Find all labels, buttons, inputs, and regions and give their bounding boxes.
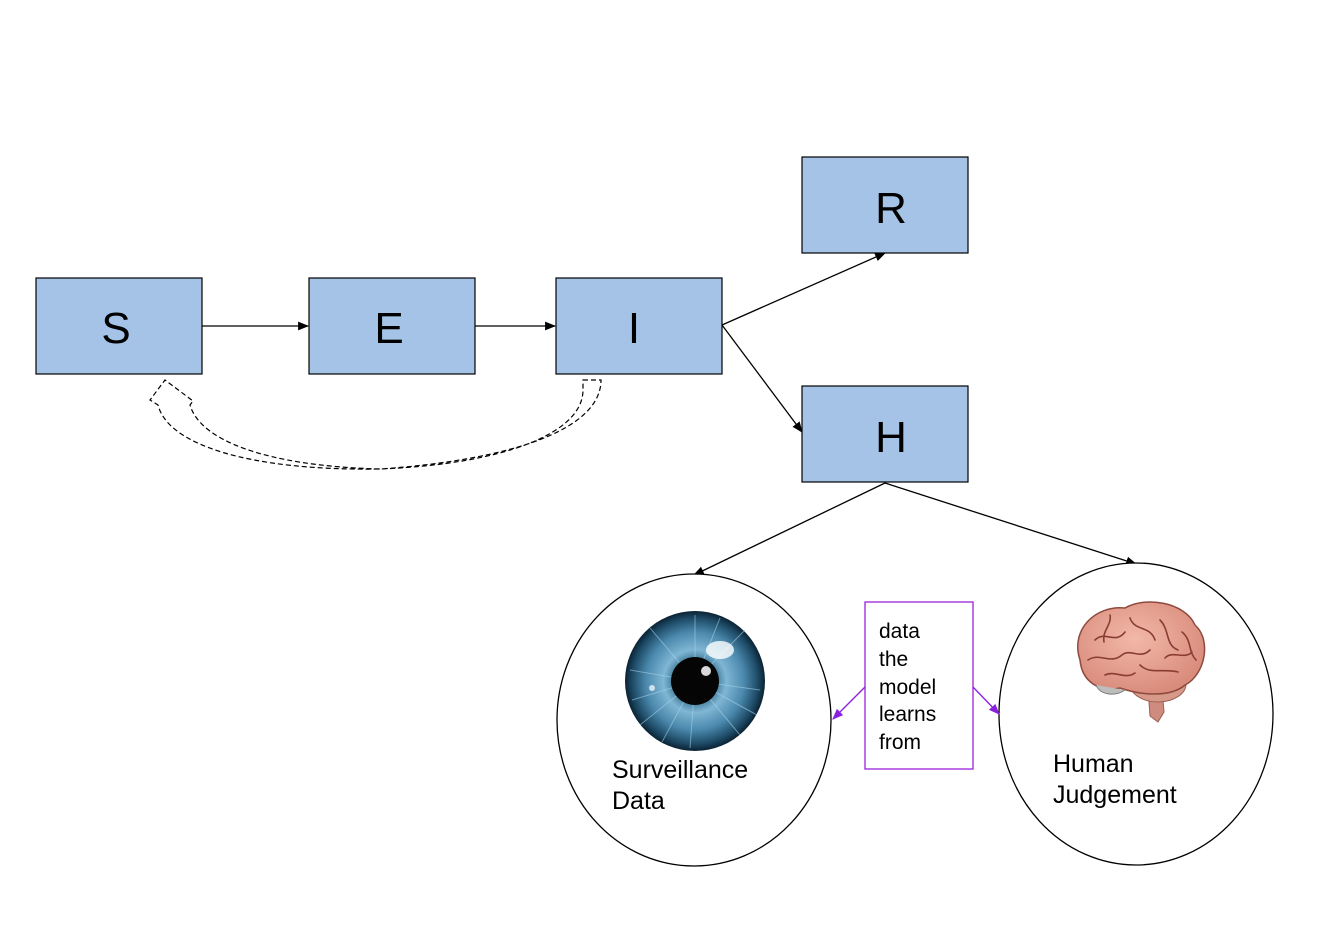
node-s: S — [35, 277, 203, 375]
node-e: E — [308, 277, 476, 375]
note-line-1: data — [879, 620, 920, 643]
note-line-2: the — [879, 648, 908, 671]
node-r: R — [801, 156, 969, 254]
surveillance-label-line2: Data — [612, 787, 665, 815]
arrow-h-to-human — [884, 482, 1138, 566]
human-judgement-node: Human Judgement — [998, 562, 1274, 866]
node-h-label: H — [875, 413, 907, 462]
note-line-3: model — [879, 676, 936, 699]
note-arrow-to-human — [972, 686, 1000, 715]
eye-icon — [625, 611, 765, 751]
connectors — [202, 252, 1138, 576]
arrow-i-to-r — [721, 252, 887, 326]
note-pointers — [832, 686, 1000, 720]
note-box: data the model learns from — [864, 601, 974, 770]
node-h: H — [801, 385, 969, 483]
brain-icon — [1077, 601, 1206, 723]
node-i: I — [555, 277, 723, 375]
node-s-label: S — [101, 304, 130, 353]
feedback-arrow-i-to-s — [149, 379, 602, 470]
note-arrow-to-surveillance — [832, 686, 866, 720]
arrow-h-to-surveillance — [693, 482, 886, 576]
node-i-label: I — [628, 304, 640, 353]
note-line-5: from — [879, 731, 921, 754]
node-r-label: R — [875, 184, 907, 233]
node-e-label: E — [374, 304, 403, 353]
arrow-i-to-h — [721, 324, 803, 433]
note-line-4: learns — [879, 703, 936, 726]
human-label-line2: Judgement — [1053, 781, 1177, 809]
surveillance-data-node: Surveillance Data — [556, 573, 832, 867]
surveillance-label-line1: Surveillance — [612, 756, 748, 784]
human-label-line1: Human — [1053, 750, 1134, 778]
